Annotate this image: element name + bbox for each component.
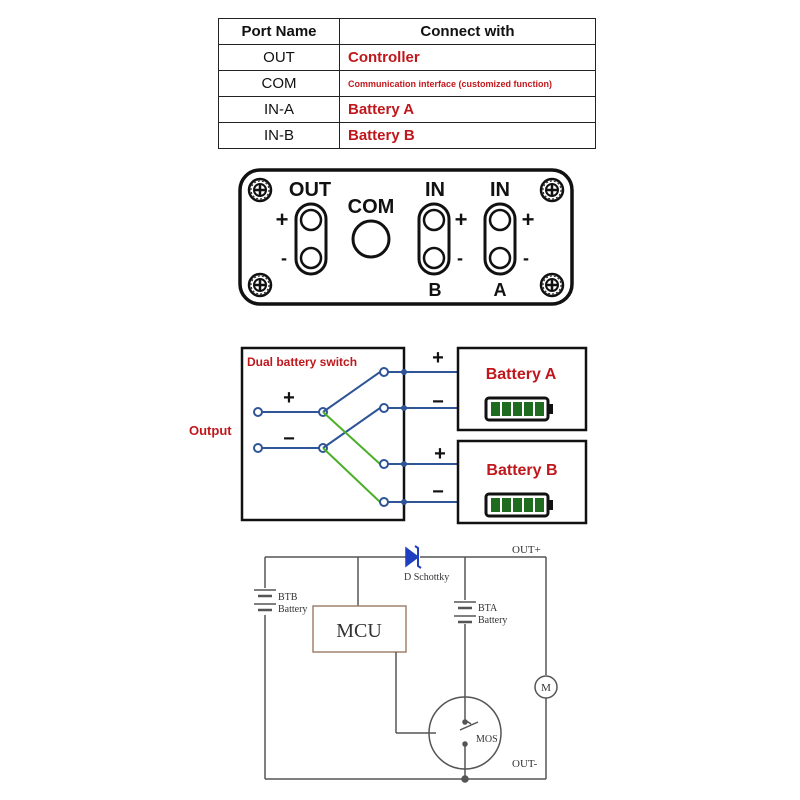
header-port-name: Port Name <box>218 18 340 45</box>
connect-cell: Communication interface (customized func… <box>339 70 596 97</box>
battery-a-label: Battery A <box>486 366 557 383</box>
output-plus-terminal <box>253 407 263 417</box>
motor-icon <box>534 675 558 699</box>
mcu-label: MCU <box>336 620 382 642</box>
screw-icon <box>247 177 273 203</box>
table-row: OUT Controller <box>218 44 596 71</box>
in-b-plus: + <box>455 207 468 232</box>
table-row: IN-B Battery B <box>218 122 596 149</box>
in-a-connector <box>483 202 517 276</box>
switch-box <box>240 346 406 522</box>
out-plus-label: OUT+ <box>512 544 541 556</box>
output-minus-terminal <box>253 443 263 453</box>
out-connector <box>294 202 328 276</box>
alt-path-minus <box>322 447 381 503</box>
screw-icon <box>539 177 565 203</box>
battery-full-icon <box>484 492 553 518</box>
battery-b-minus: − <box>432 481 444 503</box>
mcu-box <box>312 605 407 653</box>
bta-sub-label: Battery <box>478 615 507 626</box>
mos-label: MOS <box>476 734 498 745</box>
out-minus: - <box>281 248 287 268</box>
label-com: COM <box>348 196 395 218</box>
battery-a-plus: + <box>432 347 444 369</box>
in-a-minus: - <box>523 248 529 268</box>
screw-icon <box>247 272 273 298</box>
in-a-plus: + <box>522 207 535 232</box>
port-name-cell: IN-B <box>218 122 340 149</box>
in-b-connector <box>417 202 451 276</box>
screw-icon <box>539 272 565 298</box>
in-b-minus: - <box>457 248 463 268</box>
output-label: Output <box>189 423 232 438</box>
label-b: B <box>429 280 442 300</box>
switch-blade-plus <box>322 371 381 413</box>
schottky-diode-icon <box>405 545 422 569</box>
circuit-schematic <box>254 545 558 783</box>
battery-b-plus: + <box>434 443 446 465</box>
label-in-b-top: IN <box>425 179 445 201</box>
connect-cell: Battery B <box>339 122 596 149</box>
battery-b-box: Battery B <box>456 439 588 525</box>
label-a: A <box>494 280 507 300</box>
bta-battery-symbol <box>454 601 476 624</box>
connect-cell: Controller <box>339 44 596 71</box>
alt-path-plus <box>322 411 381 465</box>
btb-battery-symbol <box>254 589 276 612</box>
battery-full-icon <box>484 396 553 422</box>
battery-b-label: Battery B <box>486 462 557 479</box>
btb-label: BTB <box>278 592 298 603</box>
table-header-row: Port Name Connect with <box>218 18 596 45</box>
switch-diagram: Dual battery switch Output + − + − + <box>189 346 588 525</box>
btb-sub-label: Battery <box>278 604 307 615</box>
table-row: IN-A Battery A <box>218 96 596 123</box>
switch-minus: − <box>283 428 295 450</box>
port-table: Port Name Connect with OUT Controller CO… <box>218 18 596 149</box>
connect-cell: Battery A <box>339 96 596 123</box>
motor-label: M <box>541 682 551 694</box>
out-plus: + <box>276 207 289 232</box>
front-panel: OUT COM IN IN B A + - + - <box>238 168 574 306</box>
com-port <box>351 219 391 259</box>
switch-blade-minus <box>322 407 381 449</box>
battery-a-box: Battery A <box>456 346 588 432</box>
port-name-cell: IN-A <box>218 96 340 123</box>
table-row: COM Communication interface (customized … <box>218 70 596 97</box>
battery-a-minus: − <box>432 391 444 413</box>
out-minus-label: OUT- <box>512 758 538 770</box>
header-connect-with: Connect with <box>339 18 596 45</box>
schottky-label: D Schottky <box>404 572 449 583</box>
switch-plus: + <box>283 387 295 409</box>
switch-box-title: Dual battery switch <box>247 355 357 369</box>
label-out: OUT <box>289 179 331 201</box>
label-in-a-top: IN <box>490 179 510 201</box>
bta-label: BTA <box>478 603 498 614</box>
